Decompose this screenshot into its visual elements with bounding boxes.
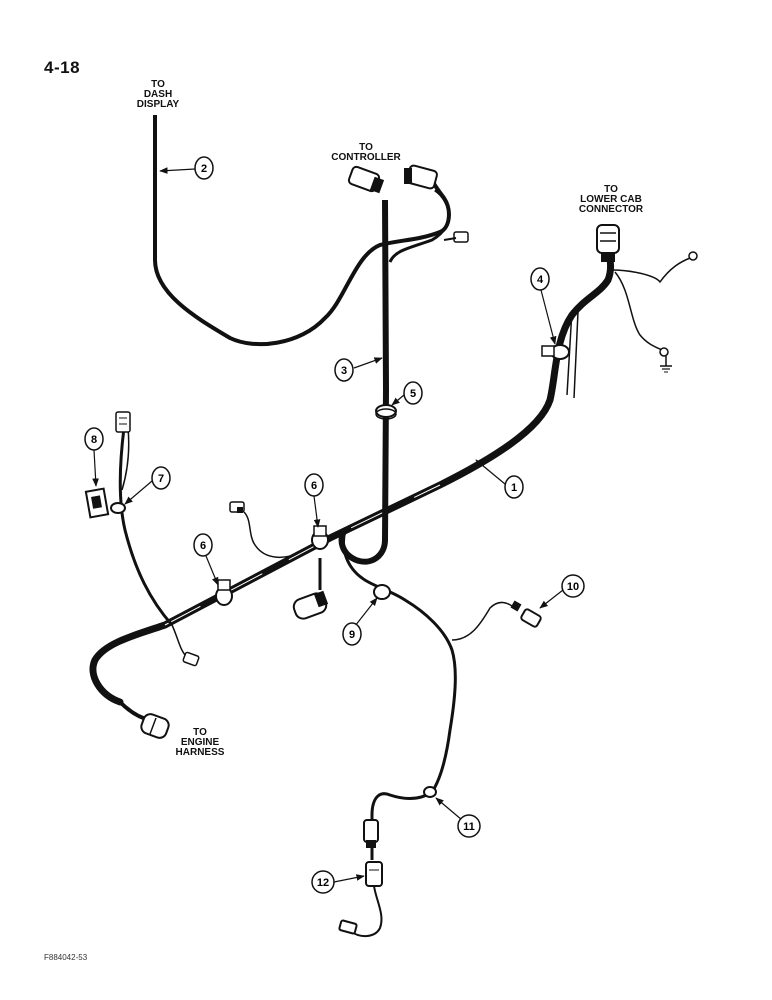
callout-3: 3 <box>334 358 354 382</box>
svg-text:3: 3 <box>341 365 347 377</box>
svg-text:6: 6 <box>200 540 206 552</box>
callout-10: 10 <box>561 574 585 598</box>
label-line: TO <box>151 79 165 90</box>
leader-6a <box>205 555 219 586</box>
svg-text:11: 11 <box>463 821 475 833</box>
clamp-6a <box>215 579 233 606</box>
label-line: HARNESS <box>175 747 225 758</box>
controller-second-lead <box>388 188 451 263</box>
ground-icon <box>660 356 672 373</box>
label-line: DISPLAY <box>136 99 180 110</box>
callout-11: 11 <box>457 814 481 838</box>
leader-1 <box>475 459 506 485</box>
figure-code: F884042-53 <box>44 953 88 962</box>
svg-text:12: 12 <box>317 877 329 889</box>
lower-cab-lead-b <box>614 271 663 351</box>
svg-text:10: 10 <box>567 581 579 593</box>
sensor-12-lead <box>351 885 383 938</box>
label-line: ENGINE <box>180 737 220 748</box>
leader-10 <box>539 589 564 609</box>
svg-text:8: 8 <box>91 434 97 446</box>
main-harness <box>89 246 615 706</box>
leader-7 <box>124 480 153 505</box>
ring-terminal <box>659 347 669 357</box>
callout-5: 5 <box>403 381 423 405</box>
lower-cab-connector <box>596 224 620 262</box>
small-plug <box>443 231 469 243</box>
page-number: 4-18 <box>44 58 81 77</box>
engine-side-plug <box>182 651 200 667</box>
label-line: CONTROLLER <box>331 152 401 163</box>
engine-side-lead <box>171 624 187 657</box>
left-branch-connector <box>115 411 131 433</box>
mounting-bracket-8 <box>84 487 110 519</box>
label-line: TO <box>359 142 373 153</box>
clamp-9 <box>373 584 391 600</box>
leader-9 <box>354 597 378 627</box>
round-connector <box>292 590 329 620</box>
left-branch-lead <box>118 427 174 626</box>
leader-3 <box>353 357 383 369</box>
label-to-controller: TO CONTROLLER <box>316 143 416 163</box>
sensor-12 <box>365 861 383 887</box>
callout-8: 8 <box>84 427 104 451</box>
label-line: CONNECTOR <box>578 204 644 215</box>
leader-12 <box>333 874 365 883</box>
callout-6a: 6 <box>193 533 213 557</box>
controller-connector-2 <box>404 164 438 190</box>
label-line: TO <box>604 184 618 195</box>
label-to-dash-display: TO DASH DISPLAY <box>118 80 198 110</box>
svg-text:5: 5 <box>410 388 416 400</box>
lower-cab-lead-a <box>611 257 691 284</box>
left-branch-lead-2 <box>121 427 130 491</box>
callout-6b: 6 <box>304 473 324 497</box>
callout-4: 4 <box>530 267 550 291</box>
sensor-10-lead <box>451 601 513 641</box>
clamp-7 <box>110 502 126 514</box>
callout-1: 1 <box>504 475 524 499</box>
lower-branch <box>342 529 457 860</box>
label-to-engine-harness: TO ENGINE HARNESS <box>160 728 240 758</box>
leader-8 <box>92 449 99 487</box>
leader-5 <box>391 394 405 406</box>
label-to-lower-cab-connector: TO LOWER CAB CONNECTOR <box>566 185 656 215</box>
clamp-4 <box>541 344 570 360</box>
leader-6b <box>313 495 321 528</box>
callout-9: 9 <box>342 622 362 646</box>
clamp-6b <box>311 525 329 550</box>
callout-7: 7 <box>151 466 171 490</box>
leader-lines <box>92 167 564 883</box>
branch-lead-6b <box>243 511 301 559</box>
grommet <box>375 404 397 420</box>
dash-display-wire <box>153 115 451 347</box>
label-line: DASH <box>143 89 173 100</box>
sensor-10 <box>510 600 542 628</box>
connector-upper-12 <box>363 819 379 848</box>
leader-4 <box>540 289 557 345</box>
svg-text:6: 6 <box>311 480 317 492</box>
label-line: TO <box>193 727 207 738</box>
label-line: LOWER CAB <box>580 194 642 205</box>
callout-2: 2 <box>194 156 214 180</box>
small-connector <box>229 501 245 513</box>
leader-11 <box>435 797 463 821</box>
svg-text:9: 9 <box>349 629 355 641</box>
svg-text:7: 7 <box>158 473 164 485</box>
svg-text:2: 2 <box>201 163 207 175</box>
sensor-12-probe <box>338 919 358 935</box>
controller-branch <box>338 199 390 565</box>
controller-connector-1 <box>347 165 385 194</box>
callout-12: 12 <box>311 870 335 894</box>
engine-harness-connector <box>140 713 170 739</box>
svg-text:1: 1 <box>511 482 517 494</box>
clamp-11 <box>423 786 437 798</box>
ring-terminal <box>688 251 698 261</box>
leader-2 <box>159 167 196 174</box>
svg-text:4: 4 <box>537 274 544 286</box>
